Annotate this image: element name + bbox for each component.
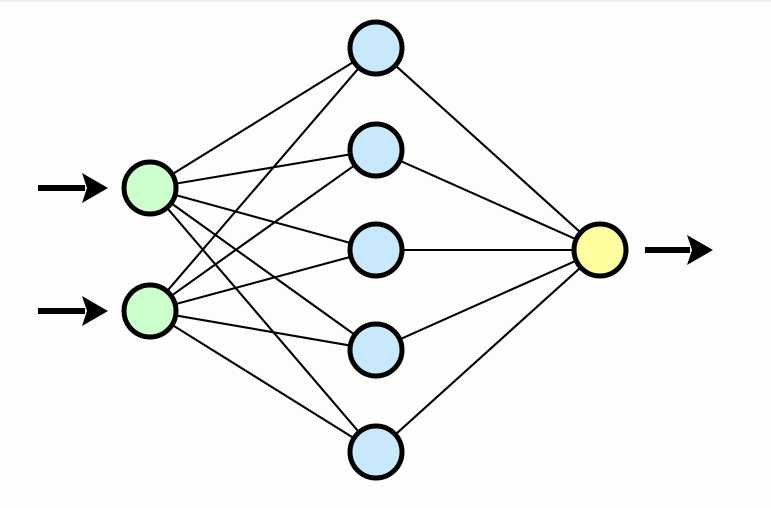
node-circle-h-3[interactable] xyxy=(347,221,405,279)
input-arrow-top-head xyxy=(82,173,108,203)
node-h-1[interactable] xyxy=(347,19,405,77)
node-in-2[interactable] xyxy=(121,282,179,340)
node-circle-in-1[interactable] xyxy=(121,159,179,217)
node-circle-h-5[interactable] xyxy=(347,423,405,481)
edge-in-1-to-h-5 xyxy=(164,205,362,435)
node-circle-h-2[interactable] xyxy=(347,121,405,179)
input-arrow-top-icon xyxy=(38,173,108,203)
edge-in-2-to-h-3 xyxy=(172,255,354,306)
edge-h-5-to-out-1 xyxy=(392,265,584,437)
output-arrow-icon xyxy=(645,235,713,265)
edge-in-1-to-h-2 xyxy=(172,152,354,186)
edge-in-2-to-h-5 xyxy=(169,322,357,441)
input-arrow-bottom-icon xyxy=(38,296,108,326)
edge-h-2-to-out-1 xyxy=(396,158,580,242)
node-circle-out-1[interactable] xyxy=(571,221,629,279)
output-arrow-head xyxy=(687,235,713,265)
node-circle-h-1[interactable] xyxy=(347,19,405,77)
node-out-1[interactable] xyxy=(571,221,629,279)
input-arrow-bottom-head xyxy=(82,296,108,326)
edge-in-2-to-h-2 xyxy=(168,162,358,299)
edge-in-1-to-h-1 xyxy=(169,59,357,177)
node-h-2[interactable] xyxy=(347,121,405,179)
arrows-group xyxy=(38,173,713,326)
edge-in-2-to-h-4 xyxy=(172,314,354,347)
node-h-3[interactable] xyxy=(347,221,405,279)
node-in-1[interactable] xyxy=(121,159,179,217)
edge-in-1-to-h-3 xyxy=(172,193,354,245)
edge-h-1-to-out-1 xyxy=(392,63,584,235)
edge-h-4-to-out-1 xyxy=(396,258,580,342)
node-circle-h-4[interactable] xyxy=(347,321,405,379)
node-circle-in-2[interactable] xyxy=(121,282,179,340)
nodes-group xyxy=(121,19,629,481)
edges-group xyxy=(164,59,584,441)
node-h-4[interactable] xyxy=(347,321,405,379)
edge-in-1-to-h-4 xyxy=(168,200,358,338)
node-h-5[interactable] xyxy=(347,423,405,481)
edge-in-2-to-h-1 xyxy=(164,65,362,294)
